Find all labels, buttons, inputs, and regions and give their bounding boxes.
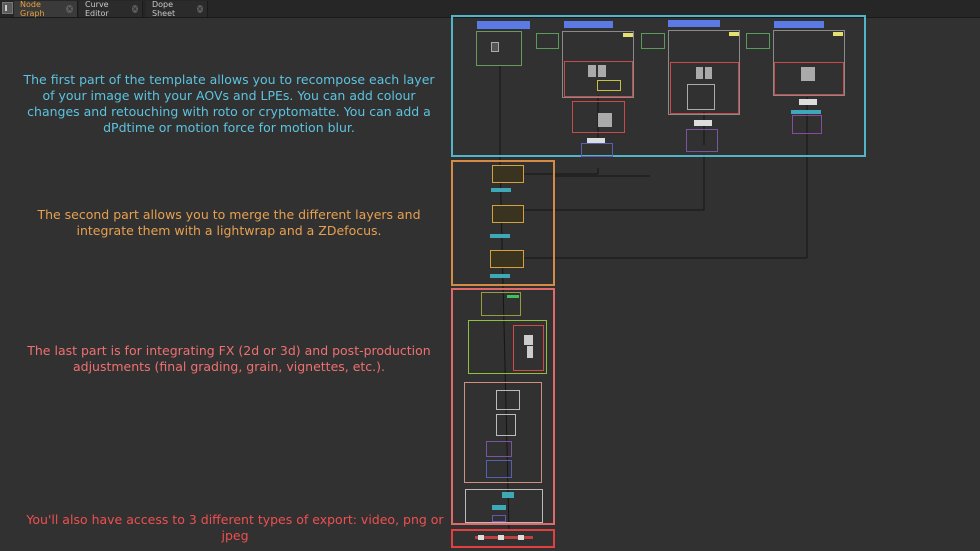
backdrop-fx[interactable] <box>481 292 521 316</box>
backdrop-label[interactable] <box>668 20 720 27</box>
part3-backdrop[interactable] <box>451 288 555 525</box>
node-shuffle[interactable] <box>801 67 815 81</box>
tab-dope-sheet[interactable]: Dope Sheet × <box>146 0 208 18</box>
close-icon[interactable]: × <box>131 5 138 13</box>
node-merge[interactable] <box>597 80 621 91</box>
backdrop-roto[interactable] <box>513 325 544 371</box>
backdrop-layer[interactable] <box>562 31 634 98</box>
backdrop-fx-3d[interactable] <box>468 320 547 374</box>
backdrop-read[interactable] <box>476 31 522 66</box>
node-write[interactable] <box>492 515 506 522</box>
backdrop-small[interactable] <box>536 33 559 49</box>
node-write-jpeg[interactable] <box>518 535 524 540</box>
node-label[interactable] <box>791 110 821 114</box>
node-label[interactable] <box>491 188 511 192</box>
node-zdefocus[interactable] <box>490 250 524 268</box>
node-roto[interactable] <box>687 84 715 110</box>
backdrop-roto[interactable] <box>564 61 633 97</box>
export-caption: You'll also have access to 3 different t… <box>26 512 444 543</box>
backdrop-small[interactable] <box>641 33 665 49</box>
backdrop-output[interactable] <box>465 489 543 523</box>
node-sticky[interactable] <box>729 32 739 36</box>
node-shuffle[interactable] <box>598 65 606 77</box>
node-shuffle[interactable] <box>524 335 533 345</box>
node-read[interactable] <box>491 42 499 52</box>
node-dot[interactable] <box>799 99 817 105</box>
node-write-png[interactable] <box>498 535 504 540</box>
backdrop-label[interactable] <box>564 21 613 28</box>
node-dot[interactable] <box>694 120 712 126</box>
tab-curve-editor[interactable]: Curve Editor × <box>79 0 143 18</box>
panel-menu-icon[interactable] <box>2 2 13 14</box>
node-merge[interactable] <box>492 205 524 223</box>
backdrop-label[interactable] <box>774 21 824 28</box>
node-sticky[interactable] <box>833 32 843 36</box>
close-icon[interactable]: × <box>66 5 73 13</box>
node-grade[interactable] <box>496 390 520 410</box>
node-dot[interactable] <box>587 138 605 143</box>
node-vignette[interactable] <box>486 441 512 457</box>
node-grade[interactable] <box>598 113 612 127</box>
tab-label: Dope Sheet <box>152 0 176 18</box>
backdrop-roto[interactable] <box>774 62 844 95</box>
tab-label: Curve Editor <box>85 0 109 18</box>
tab-label: Node Graph <box>20 0 45 18</box>
backdrop-motion[interactable] <box>792 115 822 134</box>
node-write-group[interactable] <box>475 536 533 539</box>
node-shuffle[interactable] <box>705 67 712 79</box>
backdrop-label[interactable] <box>477 21 530 29</box>
backdrop-small[interactable] <box>746 33 770 49</box>
part3-caption: The last part is for integrating FX (2d … <box>27 343 431 374</box>
node-label[interactable] <box>502 492 514 498</box>
backdrop-layer[interactable] <box>773 30 845 96</box>
backdrop-motion[interactable] <box>686 129 718 152</box>
node-shuffle[interactable] <box>527 346 533 358</box>
node-shuffle[interactable] <box>588 65 596 77</box>
part1-caption: The first part of the template allows yo… <box>23 72 435 135</box>
backdrop-layer[interactable] <box>668 30 740 115</box>
tab-node-graph[interactable]: Node Graph × <box>14 0 78 18</box>
part2-caption: The second part allows you to merge the … <box>37 207 421 238</box>
backdrop-roto[interactable] <box>670 62 739 114</box>
node-label[interactable] <box>490 274 510 278</box>
node-shuffle[interactable] <box>696 67 703 79</box>
panel-tab-bar: Node Graph × Curve Editor × Dope Sheet × <box>0 0 980 18</box>
backdrop-motion[interactable] <box>581 143 613 157</box>
node-label[interactable] <box>492 505 506 510</box>
close-icon[interactable]: × <box>196 5 203 13</box>
export-backdrop[interactable] <box>451 529 555 548</box>
node-grain[interactable] <box>496 414 516 436</box>
node-write-video[interactable] <box>478 535 484 540</box>
node-label[interactable] <box>490 234 510 238</box>
backdrop-roto[interactable] <box>572 101 625 133</box>
node-merge[interactable] <box>492 165 524 183</box>
node-vignette[interactable] <box>486 460 512 478</box>
node-sticky[interactable] <box>623 33 633 37</box>
node-label[interactable] <box>507 295 519 298</box>
part1-backdrop[interactable] <box>451 15 866 157</box>
backdrop-grading[interactable] <box>464 382 542 483</box>
part2-backdrop[interactable] <box>451 160 555 286</box>
